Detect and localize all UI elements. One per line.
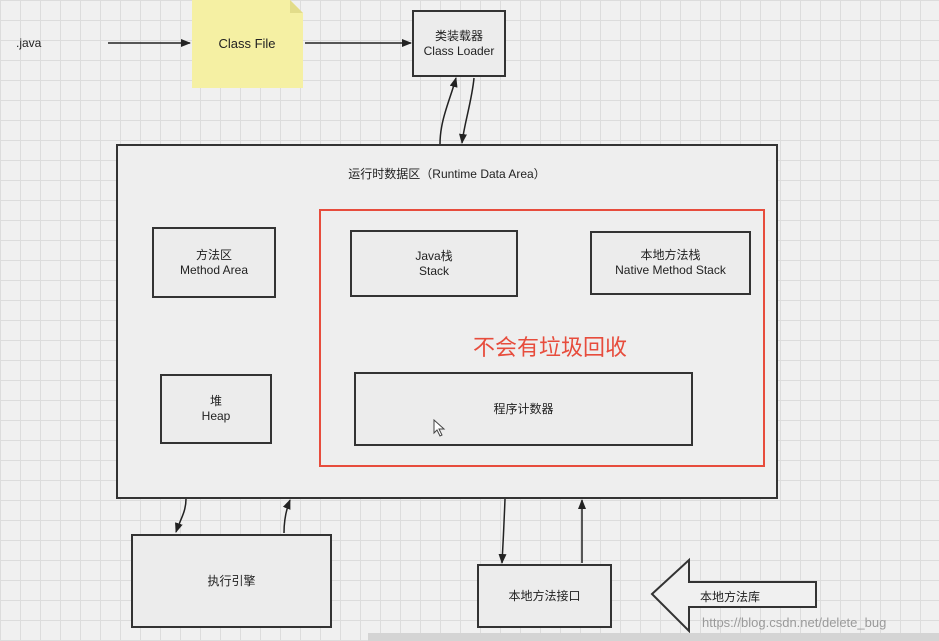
no-gc-note: 不会有垃圾回收	[472, 335, 627, 360]
arrow-runtime-to-native-interface	[498, 498, 507, 564]
class-file-label: Class File	[218, 36, 276, 51]
mouse-cursor-icon	[433, 419, 446, 437]
method-area-en: Method Area	[179, 262, 249, 277]
native-method-stack-box: 本地方法栈 Native Method Stack	[590, 231, 751, 295]
java-stack-box: Java栈 Stack	[350, 230, 518, 297]
watermark-text: https://blog.csdn.net/delete_bug	[702, 615, 887, 630]
java-source-label: .java	[16, 36, 42, 50]
heap-cn: 堆	[209, 394, 222, 408]
execution-engine-box: 执行引擎	[131, 534, 332, 628]
native-library-label: 本地方法库	[700, 590, 761, 604]
program-counter-box: 程序计数器	[354, 372, 693, 446]
class-loader-cn: 类装载器	[434, 28, 483, 43]
native-interface-label: 本地方法接口	[508, 588, 581, 603]
native-stack-en: Native Method Stack	[615, 263, 726, 277]
heap-en: Heap	[201, 409, 231, 423]
java-stack-cn: Java栈	[415, 248, 453, 263]
arrow-runtime-to-loader	[439, 77, 458, 145]
arrow-engine-to-runtime	[282, 499, 291, 534]
class-file-note-shape	[192, 0, 303, 88]
no-gc-region	[319, 209, 765, 467]
method-area-box: 方法区 Method Area	[152, 227, 276, 298]
native-stack-cn: 本地方法栈	[640, 248, 701, 262]
method-area-cn: 方法区	[195, 247, 232, 262]
arrow-runtime-to-engine	[175, 498, 187, 533]
watermark-strip	[368, 633, 939, 641]
native-interface-box: 本地方法接口	[477, 564, 612, 628]
class-loader-box: 类装载器 Class Loader	[412, 10, 506, 77]
runtime-data-area-title: 运行时数据区（Runtime Data Area）	[348, 167, 546, 181]
heap-box: 堆 Heap	[160, 374, 272, 444]
execution-engine-label: 执行引擎	[207, 573, 256, 588]
program-counter-label: 程序计数器	[493, 401, 554, 416]
java-stack-en: Stack	[418, 263, 449, 278]
arrow-loader-to-runtime	[459, 77, 475, 144]
native-library-arrow-shape	[650, 557, 817, 634]
class-loader-en: Class Loader	[423, 43, 495, 58]
